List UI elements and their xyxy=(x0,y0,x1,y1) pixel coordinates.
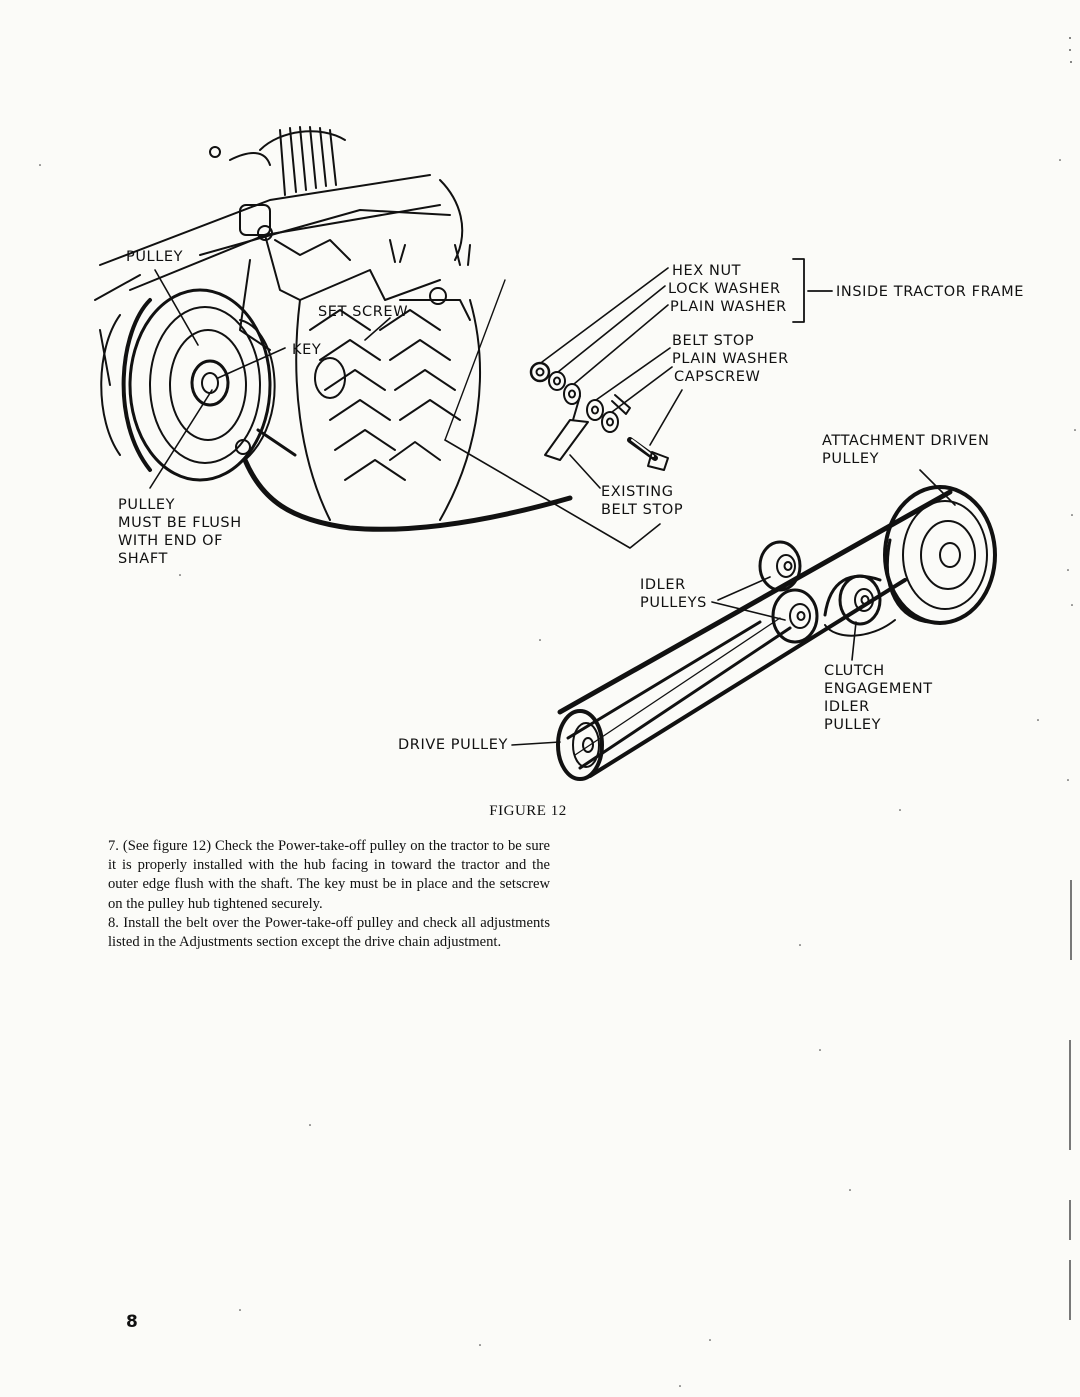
instructions-text: 7. (See figure 12) Check the Power-take-… xyxy=(108,837,550,952)
label-plain-washer-2: PLAIN WASHER xyxy=(672,351,789,367)
label-clutch-4: PULLEY xyxy=(824,717,882,733)
label-pulley-must-1: PULLEY xyxy=(118,497,176,513)
label-clutch-3: IDLER xyxy=(824,699,870,715)
page-number: 8 xyxy=(126,1312,138,1332)
tractor-pto-drawing xyxy=(94,126,573,532)
label-attachment-driven-1: ATTACHMENT DRIVEN xyxy=(822,433,990,449)
label-pulley-must-3: WITH END OF xyxy=(118,533,224,549)
label-clutch-2: ENGAGEMENT xyxy=(824,681,933,697)
instruction-step-8: 8. Install the belt over the Power-take-… xyxy=(108,914,550,951)
label-belt-stop: BELT STOP xyxy=(672,333,755,349)
label-drive-pulley: DRIVE PULLEY xyxy=(398,737,508,753)
label-idler-2: PULLEYS xyxy=(640,595,707,611)
label-attachment-driven-2: PULLEY xyxy=(822,451,880,467)
label-key: KEY xyxy=(292,342,322,358)
figure-caption: FIGURE 12 xyxy=(489,803,567,819)
label-capscrew: CAPSCREW xyxy=(674,369,761,385)
label-hex-nut: HEX NUT xyxy=(672,263,742,279)
label-idler-1: IDLER xyxy=(640,577,686,593)
label-existing-1: EXISTING xyxy=(601,484,674,500)
label-existing-2: BELT STOP xyxy=(601,502,684,518)
label-inside-tractor-frame: INSIDE TRACTOR FRAME xyxy=(836,284,1025,300)
label-pulley-must-4: SHAFT xyxy=(118,551,168,567)
hardware-parts xyxy=(444,267,683,549)
label-plain-washer-1: PLAIN WASHER xyxy=(670,299,787,315)
label-pulley-top: PULLEY xyxy=(126,249,184,265)
belt-pulley-system xyxy=(511,469,997,781)
instruction-step-7: 7. (See figure 12) Check the Power-take-… xyxy=(108,838,550,912)
label-lock-washer: LOCK WASHER xyxy=(668,281,781,297)
label-pulley-must-2: MUST BE FLUSH xyxy=(118,515,242,531)
label-set-screw: SET SCREW xyxy=(318,304,409,320)
label-clutch-1: CLUTCH xyxy=(824,663,885,679)
